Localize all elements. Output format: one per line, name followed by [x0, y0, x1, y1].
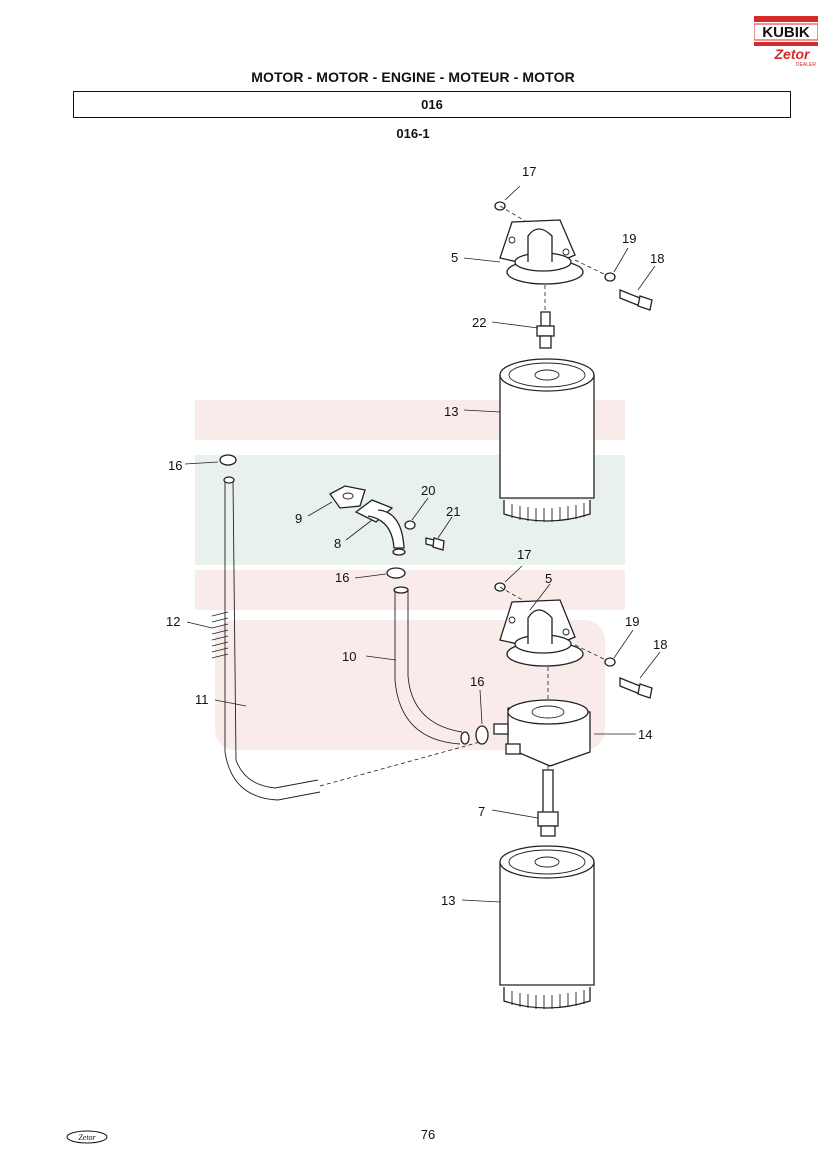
callout-21: 21 [446, 504, 460, 519]
callout-11: 11 [195, 692, 209, 707]
callout-14: 14 [638, 727, 652, 742]
callout-9: 9 [295, 511, 302, 526]
brand-logo: KUBIK Zetor DEALER [754, 16, 818, 68]
footer-logo-text: Zetor [78, 1133, 96, 1142]
brand-dealer-text: DEALER [796, 62, 816, 68]
callout-18-lower: 18 [653, 637, 667, 652]
callout-5-lower: 5 [545, 571, 552, 586]
callout-8: 8 [334, 536, 341, 551]
callout-16-lower: 16 [470, 674, 484, 689]
clamp-16-top [219, 454, 237, 466]
bolt-18-upper [619, 289, 653, 311]
gasket-9 [329, 485, 366, 509]
washer-19-upper [604, 272, 616, 282]
washer-19-lower [604, 657, 616, 667]
spring-12 [211, 611, 229, 659]
clamp-16-middle [386, 567, 406, 579]
callout-22: 22 [472, 315, 486, 330]
page-number: 76 [420, 1127, 436, 1142]
brand-sublogo-text: Zetor [774, 46, 812, 62]
bolt-18-lower [619, 677, 653, 699]
section-code: 016 [73, 91, 791, 118]
washer-20 [404, 520, 416, 530]
callout-7: 7 [478, 804, 485, 819]
callout-10: 10 [342, 649, 356, 664]
clamp-16-lower [475, 725, 489, 745]
bolt-21 [425, 537, 445, 551]
callout-13-lower: 13 [441, 893, 455, 908]
callout-18-upper: 18 [650, 251, 664, 266]
filter-head-5-upper [499, 219, 584, 285]
callout-19-lower: 19 [625, 614, 639, 629]
nipple-22 [536, 311, 555, 349]
callout-19-upper: 19 [622, 231, 636, 246]
callout-5-upper: 5 [451, 250, 458, 265]
callout-16-middle: 16 [335, 570, 349, 585]
hose-11 [223, 476, 321, 801]
hose-10 [393, 586, 470, 745]
brand-logo-text: KUBIK [762, 24, 810, 41]
callout-12: 12 [166, 614, 180, 629]
callout-20: 20 [421, 483, 435, 498]
oil-filter-13-upper [499, 358, 595, 522]
nipple-7 [537, 769, 559, 837]
page-title: MOTOR - MOTOR - ENGINE - MOTEUR - MOTOR [251, 69, 575, 85]
callout-16-top: 16 [168, 458, 182, 473]
callout-13-upper: 13 [444, 404, 458, 419]
callout-17-lower: 17 [517, 547, 531, 562]
pipe-8 [354, 499, 406, 556]
oil-cooler-14 [493, 699, 591, 767]
callout-17-upper: 17 [522, 164, 536, 179]
oil-filter-13-lower [499, 845, 595, 1009]
figure-id: 016-1 [396, 126, 430, 141]
footer-logo: Zetor [66, 1130, 108, 1144]
filter-head-5-lower [499, 599, 584, 667]
